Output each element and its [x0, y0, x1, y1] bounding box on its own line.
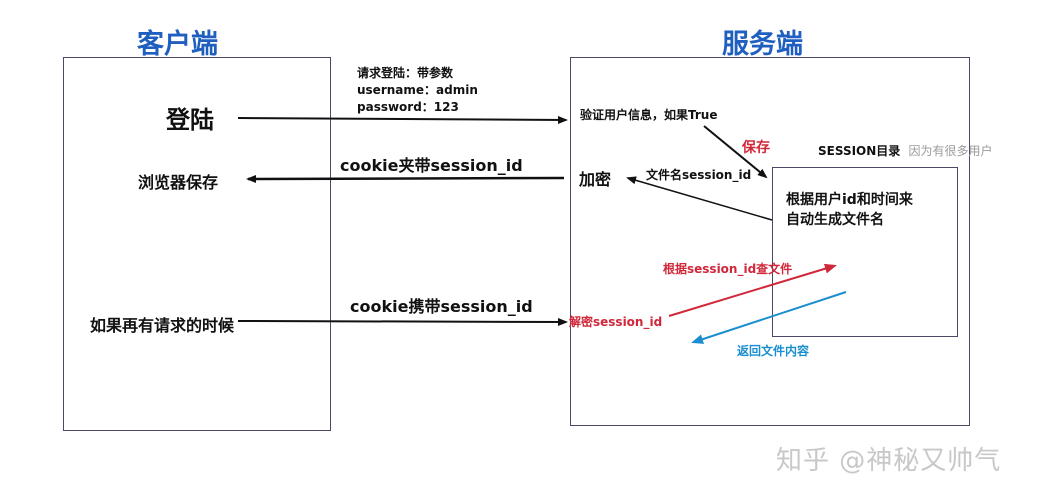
- server-box: [570, 57, 970, 426]
- lookup-arrow: [668, 263, 837, 317]
- request-line-3: password：123: [357, 100, 459, 114]
- save-arrow: [703, 125, 768, 179]
- request-line-1: 请求登陆：带参数: [357, 66, 454, 80]
- session-dir-note: 因为有很多用户: [908, 144, 993, 158]
- generate-line-2: 自动生成文件名: [786, 212, 884, 228]
- server-title: 服务端: [722, 29, 803, 60]
- request-params: 请求登陆：带参数 username：admin password：123: [357, 65, 478, 116]
- login-label: 登陆: [166, 106, 214, 134]
- decrypt-label: 解密session_id: [569, 315, 663, 329]
- session-dir-label: SESSION目录: [818, 144, 901, 158]
- watermark-text: 知乎 @神秘又帅气: [776, 446, 1002, 476]
- request-line-2: username：admin: [357, 83, 478, 97]
- return-arrow: [691, 291, 847, 344]
- session-dir-title: SESSION目录 因为有很多用户: [818, 143, 993, 160]
- return-label: 返回文件内容: [737, 344, 810, 358]
- client-title: 客户端: [137, 29, 218, 60]
- login-request-arrow: [237, 115, 568, 124]
- session-dir-box: [772, 167, 958, 337]
- cookie-send-label: cookie携带session_id: [350, 297, 533, 316]
- generate-line-1: 根据用户id和时间来: [786, 192, 913, 208]
- next-request-label: 如果再有请求的时候: [90, 316, 235, 335]
- filename-label: 文件名session_id: [646, 168, 752, 182]
- verify-label: 验证用户信息，如果True: [580, 108, 718, 122]
- lookup-label: 根据session_id查文件: [663, 262, 793, 276]
- cookie-send-arrow: [237, 317, 568, 326]
- browser-save-label: 浏览器保存: [138, 173, 219, 192]
- encrypt-label: 加密: [579, 170, 612, 189]
- encrypt-arrow: [626, 176, 773, 221]
- generate-text: 根据用户id和时间来 自动生成文件名: [786, 190, 913, 230]
- cookie-carry-label: cookie夹带session_id: [340, 156, 523, 175]
- save-label: 保存: [742, 140, 770, 156]
- client-box: [63, 57, 331, 431]
- cookie-return-arrow: [246, 174, 565, 183]
